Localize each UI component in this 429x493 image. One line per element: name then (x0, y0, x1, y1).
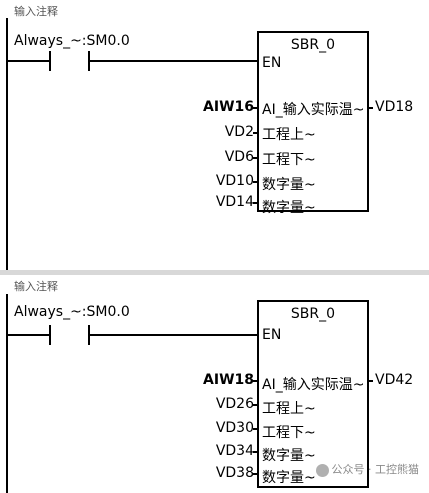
output-operand[interactable]: VD18 (375, 99, 414, 115)
network-divider (0, 270, 429, 275)
watermark-text: 公众号 · 工控熊猫 (331, 463, 420, 476)
input-operand[interactable]: VD10 (215, 173, 254, 189)
network-1[interactable]: 输入注释 Always_~:SM0.0 SBR_0 EN AI_输入实际温~ 工… (0, 0, 429, 270)
pin-tick (369, 107, 373, 109)
input-operand[interactable]: VD2 (224, 124, 254, 140)
contact-left-bar[interactable] (49, 51, 51, 71)
contact-right-bar[interactable] (88, 51, 90, 71)
input-pin: 数字量~ (262, 470, 316, 486)
pin-tick (253, 107, 257, 109)
power-rail (6, 294, 8, 493)
input-operand[interactable]: VD30 (215, 420, 254, 436)
rung-wire (8, 334, 49, 336)
input-pin: 工程下~ (262, 425, 316, 441)
power-rail (6, 18, 8, 270)
pin-tick (253, 132, 257, 134)
input-operand[interactable]: VD26 (215, 396, 254, 412)
pin-tick (253, 473, 257, 475)
subroutine-block[interactable]: SBR_0 EN AI_输入实际温~ 工程上~ 工程下~ 数字量~ 数字量~ (257, 31, 369, 216)
input-pin: 数字量~ (262, 177, 316, 193)
en-pin: EN (262, 327, 282, 343)
rung-wire (8, 60, 49, 62)
pin-tick (369, 380, 373, 382)
input-pin: 数字量~ (262, 200, 316, 216)
input-operand[interactable]: AIW16 (203, 99, 254, 115)
watermark: 公众号 · 工控熊猫 (315, 461, 420, 477)
subroutine-block[interactable]: SBR_0 EN AI_输入实际温~ 工程上~ 工程下~ 数字量~ 数字量~ (257, 300, 369, 488)
block-title: SBR_0 (290, 37, 336, 53)
pin-tick (253, 380, 257, 382)
contact-left-bar[interactable] (49, 325, 51, 345)
input-pin: 工程上~ (262, 127, 316, 143)
input-operand[interactable]: VD14 (215, 194, 254, 210)
pin-tick (253, 404, 257, 406)
block-title: SBR_0 (290, 306, 336, 322)
pin-tick (253, 451, 257, 453)
network-comment[interactable]: 输入注释 (14, 5, 58, 18)
wechat-icon (315, 463, 329, 477)
rung-wire (90, 334, 257, 336)
input-operand[interactable]: VD6 (224, 149, 254, 165)
input-pin: 数字量~ (262, 448, 316, 464)
network-comment[interactable]: 输入注释 (14, 280, 58, 293)
en-pin: EN (262, 55, 282, 71)
pin-tick (253, 428, 257, 430)
pin-tick (253, 202, 257, 204)
input-operand[interactable]: VD34 (215, 443, 254, 459)
contact-right-bar[interactable] (88, 325, 90, 345)
pin-tick (253, 181, 257, 183)
contact-label[interactable]: Always_~:SM0.0 (14, 304, 130, 320)
input-pin: AI_输入实际温~ (262, 377, 365, 393)
input-pin: AI_输入实际温~ (262, 102, 365, 118)
pin-tick (253, 157, 257, 159)
network-2[interactable]: 输入注释 Always_~:SM0.0 SBR_0 EN AI_输入实际温~ 工… (0, 270, 429, 493)
contact-label[interactable]: Always_~:SM0.0 (14, 33, 130, 49)
input-operand[interactable]: VD38 (215, 465, 254, 481)
output-operand[interactable]: VD42 (375, 372, 414, 388)
input-pin: 工程上~ (262, 401, 316, 417)
rung-wire (90, 60, 257, 62)
input-operand[interactable]: AIW18 (203, 372, 254, 388)
input-pin: 工程下~ (262, 152, 316, 168)
